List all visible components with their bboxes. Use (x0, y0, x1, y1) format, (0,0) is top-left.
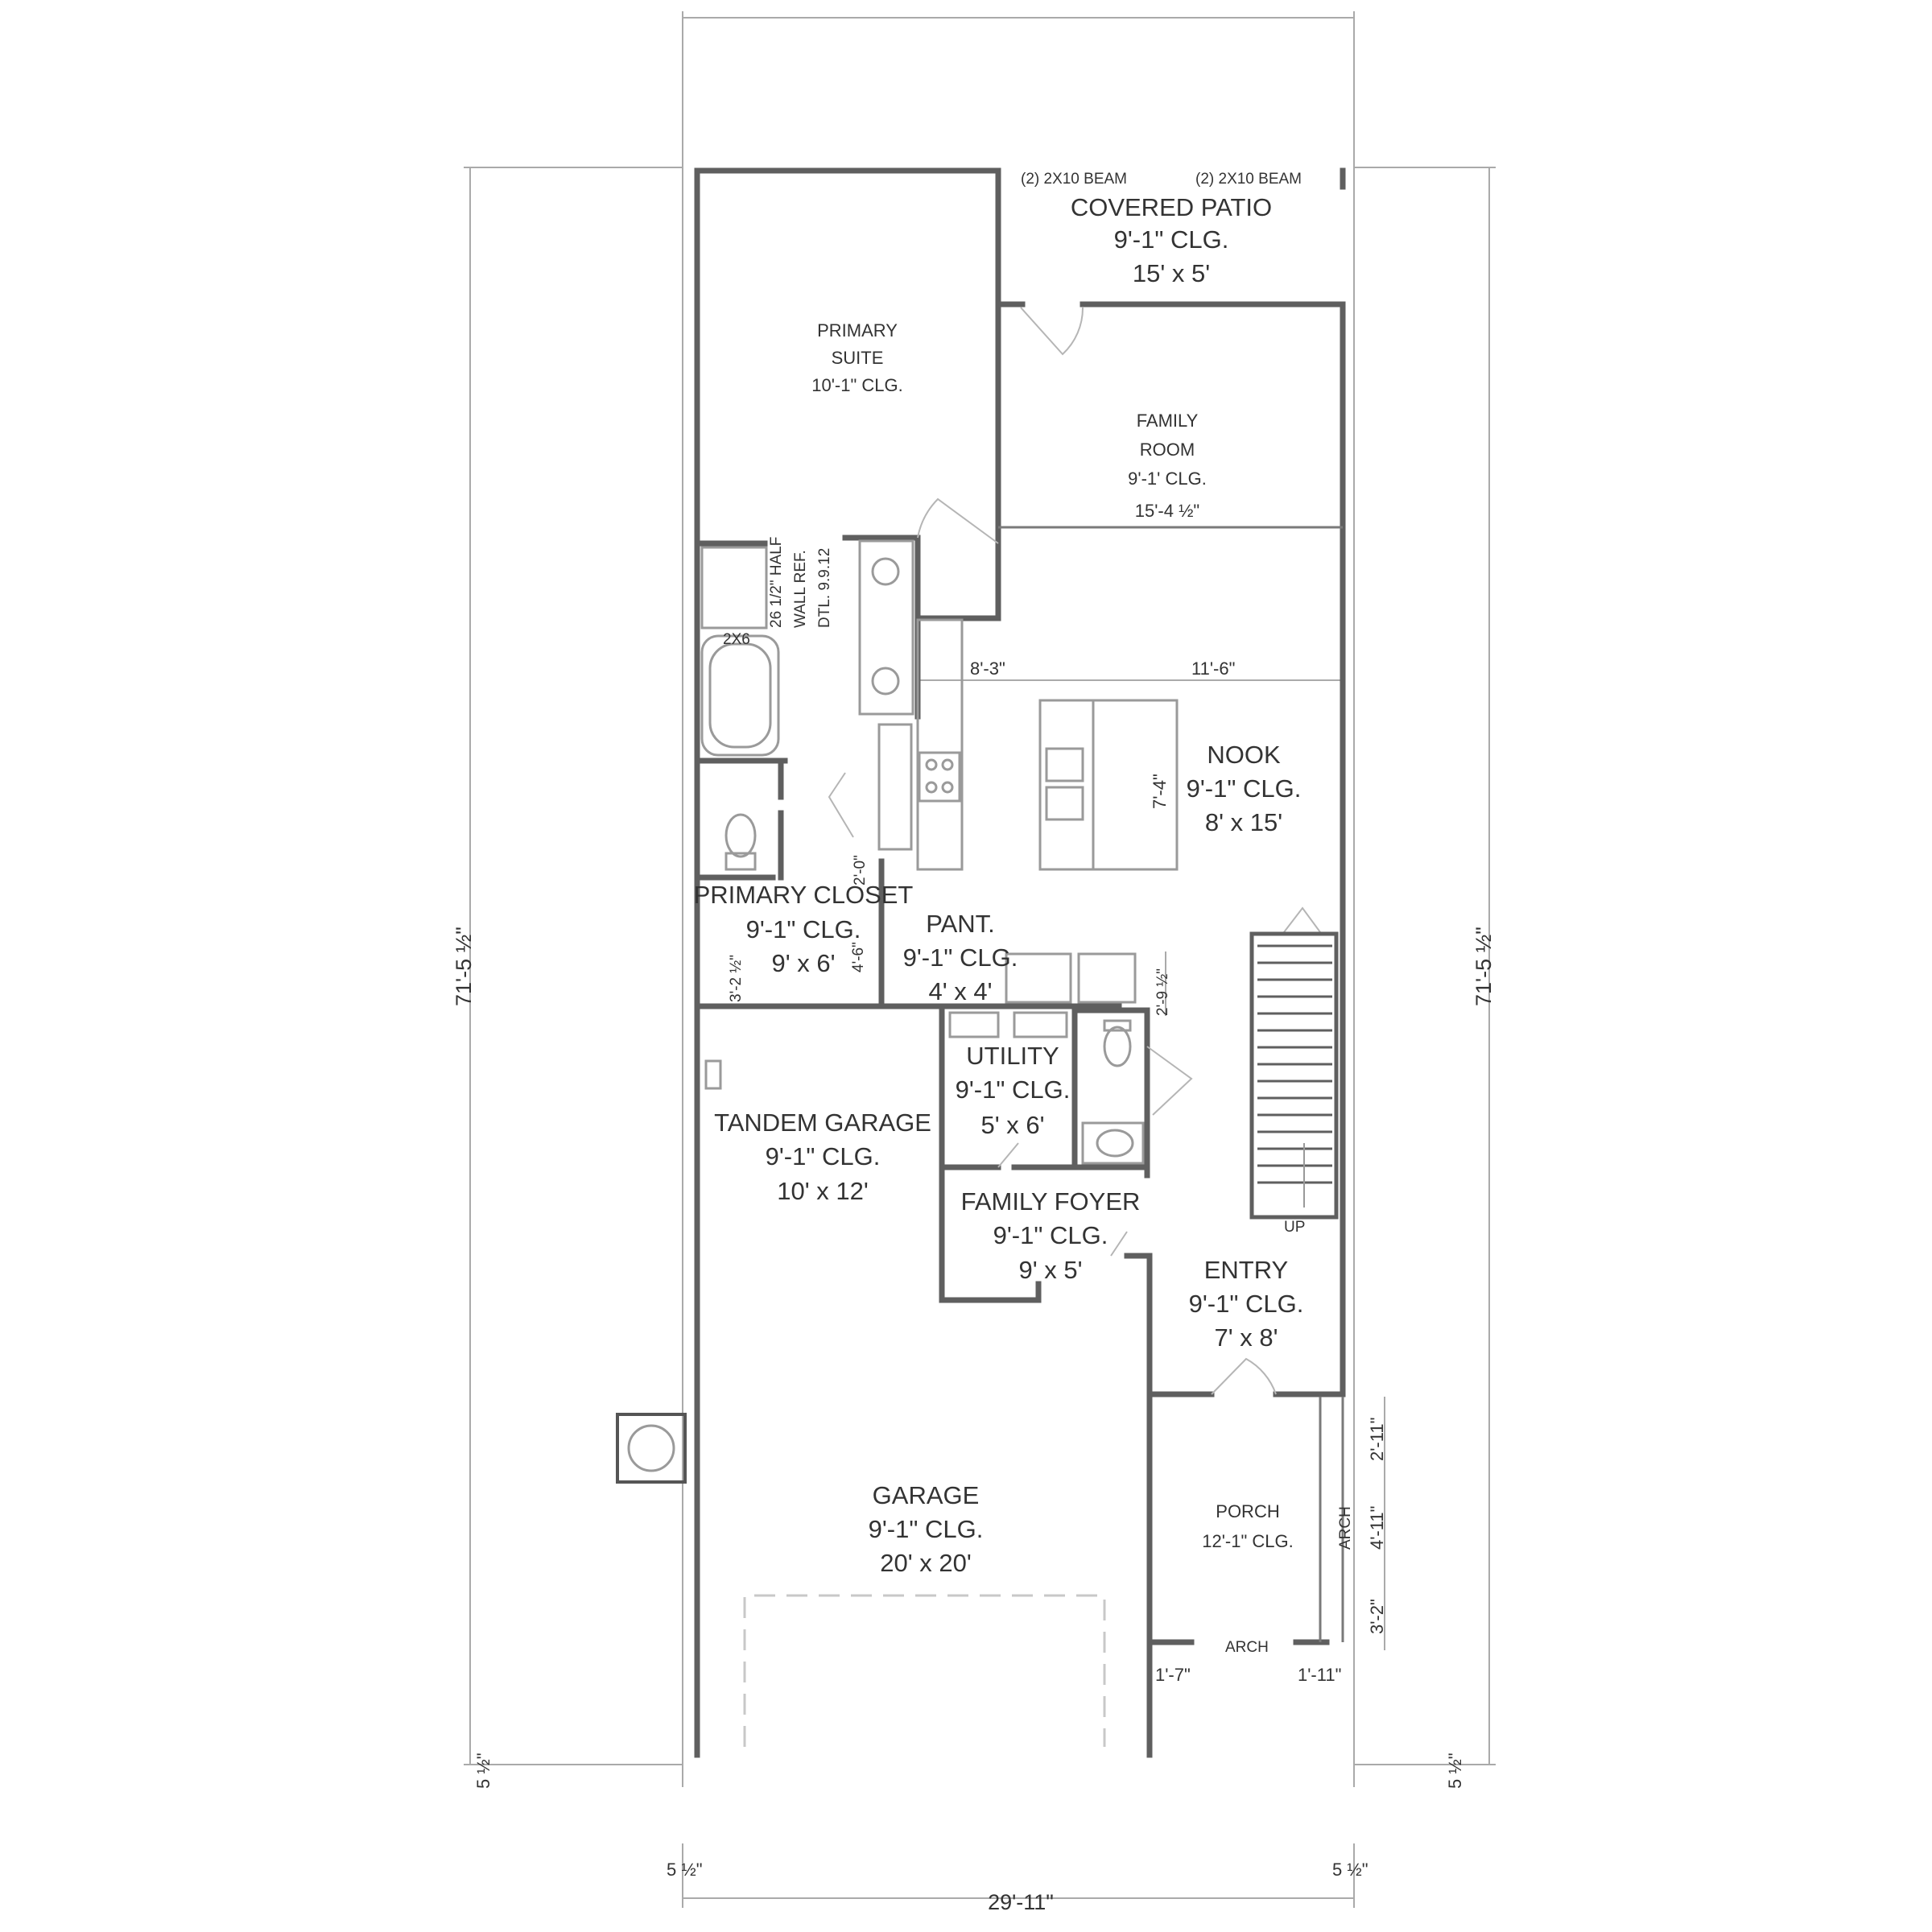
dim-offset-side-right: 5 ½" (1445, 1752, 1465, 1789)
nook-name: NOOK (1207, 741, 1281, 769)
toilet-powder (1103, 1026, 1132, 1067)
tandem-garage-name: TANDEM GARAGE (714, 1108, 931, 1137)
dim-counter: 2'-0" (852, 855, 869, 886)
entry-size: 7' x 8' (1214, 1323, 1278, 1352)
door-swings (828, 307, 1321, 1395)
primary-closet-clg: 9'-1" CLG. (746, 915, 861, 943)
arch-side-note: ARCH (1337, 1506, 1354, 1550)
dim-island: 7'-4" (1150, 774, 1170, 809)
covered-patio-size: 15' x 5' (1133, 259, 1210, 287)
kitchen-counter (916, 618, 964, 871)
covered-patio-clg: 9'-1" CLG. (1114, 225, 1229, 254)
dim-porch-front-right: 1'-11" (1298, 1665, 1341, 1685)
utility-clg: 9'-1" CLG. (956, 1075, 1071, 1104)
dim-depth-left: 71'-5 ½" (452, 927, 476, 1006)
dim-depth-right: 71'-5 ½" (1472, 927, 1496, 1006)
pantry-clg: 9'-1" CLG. (903, 943, 1018, 972)
family-room-size: 15'-4 ½" (1135, 501, 1200, 521)
primary-suite-name-2: SUITE (832, 348, 884, 368)
dim-porch-1: 2'-11" (1367, 1418, 1387, 1461)
toilet-primary (724, 813, 757, 858)
tandem-garage-size: 10' x 12' (777, 1177, 869, 1205)
shower (700, 546, 768, 630)
porch-name: PORCH (1216, 1501, 1279, 1521)
sink-1-icon (871, 557, 900, 586)
dim-kitchen-right: 11'-6" (1191, 658, 1235, 679)
sink-2-icon (871, 667, 900, 696)
primary-closet-name: PRIMARY CLOSET (694, 881, 914, 909)
powder-sink (1096, 1129, 1134, 1158)
kitchen-island (1038, 699, 1179, 871)
dim-closet-2: 4'-6" (850, 942, 867, 972)
nook-clg: 9'-1" CLG. (1187, 774, 1302, 803)
family-room-name-2: ROOM (1140, 440, 1195, 460)
dryer (1013, 1011, 1068, 1038)
pantry-name: PANT. (926, 910, 995, 938)
staircase (1249, 931, 1339, 1220)
entry-clg: 9'-1" CLG. (1189, 1290, 1304, 1318)
dim-porch-front-left: 1'-7" (1155, 1665, 1191, 1685)
dim-offset-side-left: 5 ½" (473, 1752, 493, 1789)
garage-door-outline (743, 1594, 1106, 1747)
primary-suite-clg: 10'-1" CLG. (811, 375, 903, 395)
family-foyer-size: 9' x 5' (1018, 1256, 1082, 1284)
dimension-labels: 29'-11" 71'-5 ½" 71'-5 ½" 5 ½" 5 ½" 5 ½"… (452, 658, 1496, 1914)
beam-right-note: (2) 2X10 BEAM (1195, 171, 1302, 188)
utility-name: UTILITY (966, 1042, 1059, 1070)
half-wall-note-2: WALL REF. (792, 550, 809, 628)
garage-name: GARAGE (873, 1481, 980, 1509)
room-labels: COVERED PATIO 9'-1" CLG. 15' x 5' PRIMAR… (694, 193, 1304, 1577)
family-room-clg: 9'-1' CLG. (1128, 469, 1207, 489)
pantry-size: 4' x 4' (928, 977, 992, 1005)
dim-offset-bottom-right: 5 ½" (1332, 1860, 1368, 1880)
dim-porch-2: 4'-11" (1367, 1506, 1387, 1550)
dim-overall-width: 29'-11" (988, 1890, 1054, 1914)
plan-notes: (2) 2X10 BEAM (2) 2X10 BEAM 26 1/2" HALF… (723, 171, 1354, 1656)
half-wall-note-3: DTL. 9.9.12 (816, 548, 833, 628)
stair-up-note: UP (1284, 1219, 1305, 1236)
dimension-lines (464, 11, 1496, 1908)
walls (694, 167, 1346, 1758)
garage-size: 20' x 20' (880, 1549, 972, 1577)
primary-closet-size: 9' x 6' (771, 949, 835, 977)
garage-clg: 9'-1" CLG. (869, 1515, 984, 1543)
stud-note: 2X6 (723, 631, 750, 648)
beam-left-note: (2) 2X10 BEAM (1021, 171, 1127, 188)
family-foyer-name: FAMILY FOYER (961, 1187, 1141, 1216)
half-wall-note-1: 26 1/2" HALF (768, 537, 785, 628)
utility-size: 5' x 6' (980, 1111, 1044, 1139)
bathtub (700, 634, 780, 757)
washer (948, 1011, 1000, 1038)
vanity (858, 539, 914, 716)
dim-pantry-side: 2'-9 ½" (1154, 968, 1171, 1016)
fixtures (616, 539, 1179, 1484)
nook-size: 8' x 15' (1205, 808, 1282, 836)
partitions (998, 526, 1344, 1642)
primary-suite-name-1: PRIMARY (817, 320, 898, 341)
dim-porch-3: 3'-2" (1367, 1599, 1387, 1634)
ac-unit (616, 1413, 687, 1484)
family-foyer-clg: 9'-1" CLG. (993, 1221, 1108, 1249)
range (918, 751, 961, 803)
tandem-garage-clg: 9'-1" CLG. (766, 1142, 881, 1170)
arch-front-note: ARCH (1225, 1639, 1269, 1656)
covered-patio-name: COVERED PATIO (1071, 193, 1272, 221)
dim-kitchen-left: 8'-3" (970, 658, 1005, 679)
family-room-name-1: FAMILY (1137, 411, 1199, 431)
dim-offset-bottom-left: 5 ½" (667, 1860, 703, 1880)
entry-name: ENTRY (1204, 1256, 1289, 1284)
porch-clg: 12'-1" CLG. (1202, 1531, 1294, 1551)
dim-closet-1: 3'-2 ½" (728, 955, 745, 1002)
